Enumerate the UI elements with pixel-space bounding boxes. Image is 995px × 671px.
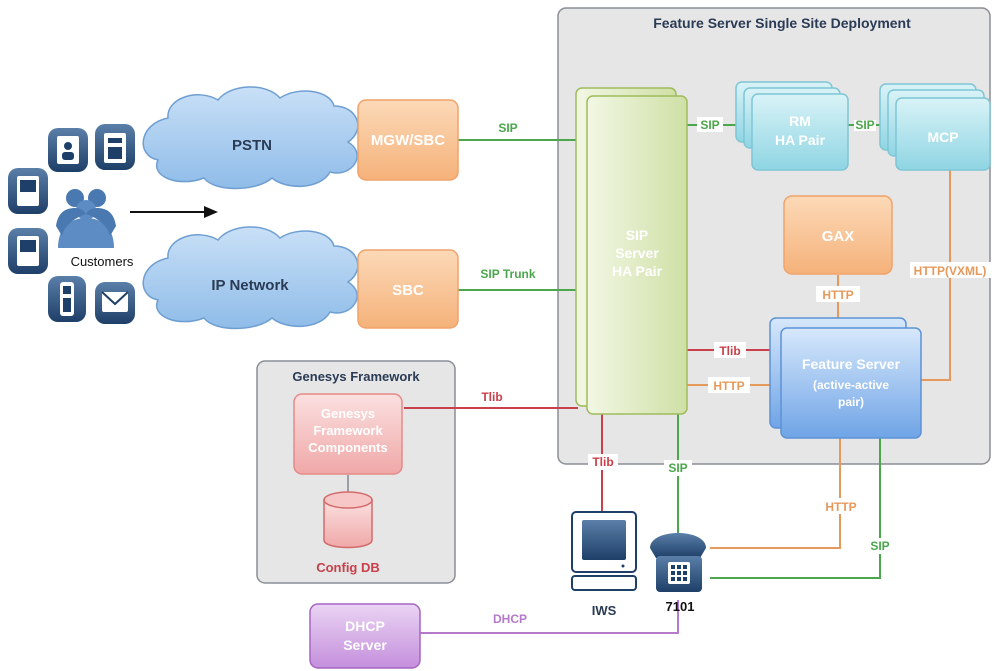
link-label-http-phone: HTTP [825,500,856,514]
badge-device-icon [48,128,88,172]
ip-network-cloud: IP Network [142,226,359,330]
link-label-http-gax: HTTP [822,288,853,302]
customers-label: Customers [71,254,134,269]
email-device-icon [95,282,135,324]
link-label-tlib-fs: Tlib [719,344,740,358]
components-line2: Framework [313,423,383,438]
customers-arrowhead [204,206,218,218]
fs-line3: pair) [838,395,864,409]
config-db-label: Config DB [316,560,380,575]
link-label-sip-rm: SIP [700,118,719,132]
link-fs-phone-sip [710,438,881,579]
dhcp-line1: DHCP [345,618,385,634]
link-fs-phone-http [710,438,841,549]
sip-server-line3: HA Pair [612,263,663,279]
iws-label: IWS [592,603,617,618]
feature-server-pair[interactable]: Feature Server (active-active pair) [769,317,922,439]
sip-server-ha-pair[interactable]: SIP Server HA Pair [575,87,688,415]
cell-phone-device-icon [48,276,86,322]
link-label-sip-mgw: SIP [498,121,517,135]
link-label-sip-mcp: SIP [855,118,874,132]
site-title: Feature Server Single Site Deployment [653,15,911,31]
mcp-label: MCP [927,129,958,145]
link-label-http-fs: HTTP [713,379,744,393]
link-label-dhcp: DHCP [493,612,527,626]
link-label-sip-fs-phone: SIP [870,539,889,553]
framework-components-box[interactable]: Genesys Framework Components [293,393,403,475]
desk-phone-device-icon [95,124,135,170]
people-icon [56,189,116,248]
pstn-label: PSTN [232,137,272,154]
mgw-sbc-label: MGW/SBC [371,132,445,149]
dhcp-line2: Server [343,637,387,653]
sbc-label: SBC [392,282,424,299]
rm-ha-pair[interactable]: RM HA Pair [735,81,849,171]
sip-server-line2: Server [615,245,659,261]
phone-label: 7101 [666,599,695,614]
mobile-device-icon [8,228,48,274]
link-label-sip-phone: SIP [668,461,687,475]
pda-device-icon [8,168,48,214]
iws-computer-icon[interactable] [571,511,637,591]
customers-group: Customers [8,124,135,324]
rm-line2: HA Pair [775,132,826,148]
link-mcp-fs-vxml [912,170,951,381]
pstn-cloud: PSTN [142,86,359,190]
mgw-sbc-box[interactable]: MGW/SBC [357,99,459,181]
sip-server-line1: SIP [626,227,649,243]
gax-label: GAX [822,228,855,245]
config-db-icon [323,491,373,549]
fs-line1: Feature Server [802,356,901,372]
link-label-tlib-iws: Tlib [592,455,613,469]
components-line3: Components [308,440,387,455]
dhcp-server-box[interactable]: DHCP Server [309,603,421,669]
gax-box[interactable]: GAX [783,195,893,275]
sbc-box[interactable]: SBC [357,249,459,329]
mcp-box[interactable]: MCP [879,83,991,171]
link-label-tlib-framework: Tlib [481,390,502,404]
framework-title: Genesys Framework [292,369,420,384]
link-dhcp-phone [420,600,679,634]
fs-line2: (active-active [813,378,889,392]
link-label-sip-trunk: SIP Trunk [480,267,535,281]
ip-network-label: IP Network [211,277,289,294]
link-label-http-vxml: HTTP(VXML) [914,264,987,278]
components-line1: Genesys [321,406,375,421]
rm-line1: RM [789,113,811,129]
desk-phone-icon[interactable] [650,533,706,592]
